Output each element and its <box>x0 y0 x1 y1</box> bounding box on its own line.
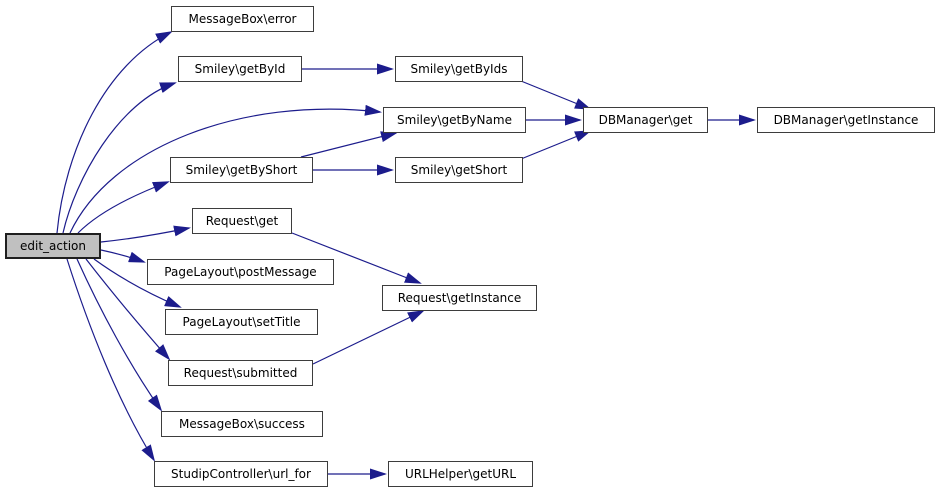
node-studipcontroller-url_for[interactable]: StudipController\url_for <box>154 461 328 487</box>
node-smiley-getbyids[interactable]: Smiley\getByIds <box>395 56 523 82</box>
edge-edit_action-pagelayout_settitle <box>93 258 182 308</box>
node-request-getinstance[interactable]: Request\getInstance <box>382 285 537 311</box>
edge-request_get-request_getinstance <box>291 232 422 284</box>
node-dbmanager-getinstance[interactable]: DBManager\getInstance <box>757 107 935 133</box>
node-urlhelper-geturl[interactable]: URLHelper\getURL <box>388 461 533 487</box>
node-dbmanager-get[interactable]: DBManager\get <box>583 107 708 133</box>
node-smiley-getbyid[interactable]: Smiley\getById <box>178 56 302 82</box>
node-pagelayout-postmessage[interactable]: PageLayout\postMessage <box>147 259 334 285</box>
node-pagelayout-settitle[interactable]: PageLayout\setTitle <box>165 309 318 335</box>
node-request-submitted[interactable]: Request\submitted <box>168 360 313 386</box>
node-messagebox-error[interactable]: MessageBox\error <box>171 6 314 32</box>
edge-edit_action-messagebox_success <box>76 258 163 412</box>
edge-edit_action-messagebox_error <box>56 31 173 234</box>
edge-edit_action-smiley_getbyid <box>62 82 177 234</box>
edge-edit_action-request_get <box>100 225 191 243</box>
node-edit_action: edit_action <box>5 233 101 259</box>
node-smiley-getbyshort[interactable]: Smiley\getByShort <box>170 157 313 183</box>
edge-smiley_getshort-dbmanager_get <box>520 130 592 160</box>
edge-request_submitted-request_getinstance <box>312 310 425 365</box>
edge-edit_action-smiley_getbyname <box>69 104 382 234</box>
edge-edit_action-studipcontroller_url_for <box>66 258 156 462</box>
edge-edit_action-smiley_getbyshort <box>77 181 170 234</box>
edge-smiley_getbyshort-smiley_getbyname <box>300 131 398 158</box>
node-smiley-getbyname[interactable]: Smiley\getByName <box>383 107 526 133</box>
node-messagebox-success[interactable]: MessageBox\success <box>161 411 323 437</box>
node-request-get[interactable]: Request\get <box>192 208 292 234</box>
edge-edit_action-request_submitted <box>85 258 171 361</box>
node-smiley-getshort[interactable]: Smiley\getShort <box>395 157 523 183</box>
edge-edit_action-pagelayout_postmessage <box>100 249 146 263</box>
edge-smiley_getbyids-dbmanager_get <box>520 80 592 110</box>
